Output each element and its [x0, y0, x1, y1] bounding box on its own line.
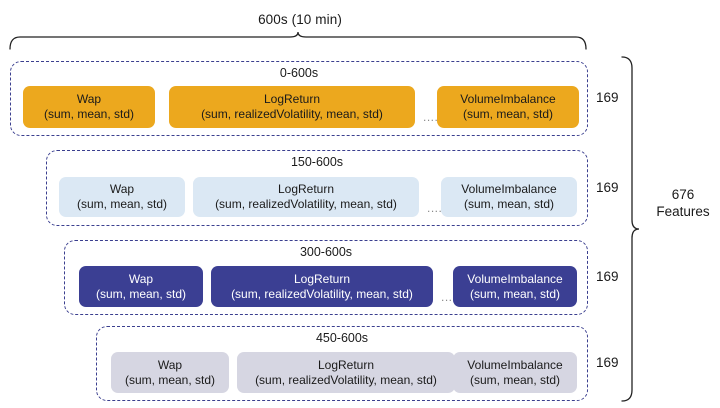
feature-box-logreturn[interactable]: LogReturn (sum, realizedVolatility, mean…: [193, 177, 419, 217]
window-feature-count: 169: [596, 180, 619, 195]
window-feature-count: 169: [596, 90, 619, 105]
feature-name: LogReturn: [293, 271, 351, 286]
window-row-300-600s[interactable]: 300-600s Wap (sum, mean, std) LogReturn …: [64, 240, 588, 315]
feature-box-logreturn[interactable]: LogReturn (sum, realizedVolatility, mean…: [211, 266, 433, 307]
feature-aggregations: (sum, realizedVolatility, mean, std): [215, 197, 397, 211]
feature-box-volumeimbalance[interactable]: VolumeImbalance (sum, mean, std): [437, 86, 579, 128]
feature-name: VolumeImbalance: [467, 271, 563, 286]
total-features-count: 676: [671, 187, 695, 202]
feature-box-volumeimbalance[interactable]: VolumeImbalance (sum, mean, std): [441, 177, 577, 217]
top-span-label: 600s (10 min): [258, 12, 342, 27]
window-row-0-600s[interactable]: 0-600s Wap (sum, mean, std) LogReturn (s…: [10, 61, 588, 136]
feature-name: Wap: [109, 182, 135, 196]
feature-box-volumeimbalance[interactable]: VolumeImbalance (sum, mean, std): [453, 266, 577, 307]
feature-aggregations: (sum, mean, std): [462, 107, 554, 121]
feature-aggregations: (sum, mean, std): [95, 286, 187, 301]
feature-aggregations: (sum, mean, std): [469, 286, 561, 301]
total-features-brace: [621, 56, 640, 402]
total-features-label: 676 Features: [648, 186, 718, 220]
feature-box-wap[interactable]: Wap (sum, mean, std): [23, 86, 155, 128]
feature-aggregations: (sum, mean, std): [76, 197, 168, 211]
feature-name: LogReturn: [277, 182, 335, 196]
window-row-title: 0-600s: [279, 66, 319, 80]
window-row-title: 450-600s: [315, 331, 369, 345]
feature-aggregations: (sum, mean, std): [124, 372, 216, 387]
feature-aggregations: (sum, realizedVolatility, mean, std): [201, 107, 383, 121]
feature-box-wap[interactable]: Wap (sum, mean, std): [111, 352, 229, 393]
window-row-title: 150-600s: [290, 155, 344, 169]
window-row-150-600s[interactable]: 150-600s Wap (sum, mean, std) LogReturn …: [46, 150, 588, 226]
window-row-450-600s[interactable]: 450-600s Wap (sum, mean, std) LogReturn …: [96, 326, 588, 401]
feature-name: Wap: [76, 92, 102, 106]
feature-aggregations: (sum, realizedVolatility, mean, std): [231, 286, 413, 301]
total-features-unit: Features: [656, 204, 710, 219]
window-row-title: 300-600s: [299, 245, 353, 259]
feature-aggregations: (sum, realizedVolatility, mean, std): [255, 372, 437, 387]
feature-box-wap[interactable]: Wap (sum, mean, std): [59, 177, 185, 217]
top-span-brace: [9, 31, 587, 50]
feature-box-volumeimbalance[interactable]: VolumeImbalance (sum, mean, std): [453, 352, 577, 393]
feature-name: LogReturn: [317, 357, 375, 372]
window-feature-count: 169: [596, 269, 619, 284]
window-feature-count: 169: [596, 355, 619, 370]
feature-box-logreturn[interactable]: LogReturn (sum, realizedVolatility, mean…: [237, 352, 455, 393]
feature-name: Wap: [157, 357, 183, 372]
feature-name: VolumeImbalance: [461, 182, 557, 196]
feature-box-logreturn[interactable]: LogReturn (sum, realizedVolatility, mean…: [169, 86, 415, 128]
feature-name: LogReturn: [263, 92, 321, 106]
feature-name: Wap: [128, 271, 154, 286]
feature-aggregations: (sum, mean, std): [463, 197, 555, 211]
feature-aggregations: (sum, mean, std): [43, 107, 135, 121]
feature-aggregations: (sum, mean, std): [469, 372, 561, 387]
feature-name: VolumeImbalance: [460, 92, 556, 106]
feature-name: VolumeImbalance: [467, 357, 563, 372]
feature-box-wap[interactable]: Wap (sum, mean, std): [79, 266, 203, 307]
